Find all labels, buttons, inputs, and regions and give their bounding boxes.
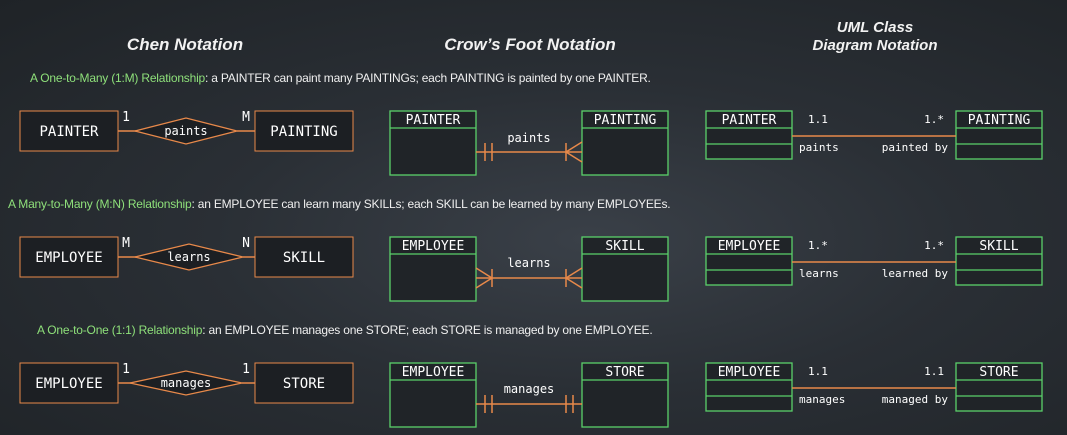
row1-relationship-text: : a PAINTER can paint many PAINTINGs; ea… bbox=[205, 71, 651, 85]
chen-header: Chen Notation bbox=[126, 35, 244, 54]
uml-class-left-label: EMPLOYEE bbox=[718, 239, 781, 254]
row3-relationship-title: A One-to-One (1:1) Relationship bbox=[37, 323, 203, 337]
crows-entity-right-label: SKILL bbox=[605, 239, 644, 254]
row1-description: A One-to-Many (1:M) Relationship: a PAIN… bbox=[30, 71, 651, 85]
crows-relationship-label: paints bbox=[507, 131, 550, 145]
row3-uml: EMPLOYEE STORE 1.1 1.1 manages managed b… bbox=[705, 362, 1043, 412]
chen-entity-right-label: STORE bbox=[283, 376, 325, 392]
chen-right-cardinality: M bbox=[242, 110, 250, 125]
crows-relationship-label: learns bbox=[507, 256, 550, 270]
uml-left-role: paints bbox=[799, 141, 839, 154]
chen-entity-left-label: PAINTER bbox=[39, 124, 99, 140]
chen-entity-right bbox=[254, 110, 354, 152]
crows-relationship-label: manages bbox=[504, 382, 555, 396]
row1-relationship-title: A One-to-Many (1:M) Relationship bbox=[30, 71, 206, 85]
row3-crows-foot: EMPLOYEE STORE manages bbox=[389, 362, 669, 428]
chen-right-cardinality: N bbox=[242, 236, 250, 251]
row2-crows-foot: EMPLOYEE SKILL learns bbox=[389, 236, 669, 302]
row3-chen: EMPLOYEE manages STORE 1 1 bbox=[19, 362, 354, 404]
chen-relationship-label: manages bbox=[161, 376, 212, 390]
chen-entity-right-label: PAINTING bbox=[270, 124, 337, 140]
row2-chen: EMPLOYEE learns SKILL M N bbox=[19, 236, 354, 278]
crows-foot-header: Crow’s Foot Notation bbox=[444, 35, 616, 54]
uml-header-line1: UML Class bbox=[836, 19, 914, 36]
uml-left-multiplicity: 1.* bbox=[808, 239, 828, 252]
crows-entity-right-label: PAINTING bbox=[594, 113, 657, 128]
uml-class-left-label: PAINTER bbox=[722, 113, 777, 128]
row1-chen: PAINTER paints PAINTING 1 M bbox=[19, 110, 354, 152]
uml-right-role: learned by bbox=[882, 267, 949, 280]
chen-entity-right-label: SKILL bbox=[283, 250, 325, 266]
chen-left-cardinality: M bbox=[122, 236, 130, 251]
crows-entity-left-label: EMPLOYEE bbox=[402, 365, 465, 380]
row1-uml: PAINTER PAINTING 1.1 1.* paints painted … bbox=[705, 110, 1043, 160]
uml-left-multiplicity: 1.1 bbox=[808, 113, 828, 126]
uml-right-multiplicity: 1.* bbox=[924, 113, 944, 126]
chen-left-cardinality: 1 bbox=[122, 110, 130, 125]
row3-relationship-text: : an EMPLOYEE manages one STORE; each ST… bbox=[202, 323, 653, 337]
crows-entity-right-label: STORE bbox=[605, 365, 644, 380]
row2-relationship-text: : an EMPLOYEE can learn many SKILLs; eac… bbox=[191, 197, 671, 211]
uml-header-line2: Diagram Notation bbox=[812, 37, 938, 54]
row2-relationship-title: A Many-to-Many (M:N) Relationship bbox=[8, 197, 192, 211]
chen-right-cardinality: 1 bbox=[242, 362, 250, 377]
row3-description: A One-to-One (1:1) Relationship: an EMPL… bbox=[37, 323, 653, 337]
uml-class-right-label: STORE bbox=[979, 365, 1018, 380]
uml-right-role: managed by bbox=[882, 393, 949, 406]
row2-uml: EMPLOYEE SKILL 1.* 1.* learns learned by bbox=[705, 236, 1043, 286]
row2-description: A Many-to-Many (M:N) Relationship: an EM… bbox=[8, 197, 671, 211]
uml-left-role: learns bbox=[799, 267, 839, 280]
uml-right-role: painted by bbox=[882, 141, 949, 154]
crows-entity-left-label: PAINTER bbox=[406, 113, 461, 128]
crows-entity-left-label: EMPLOYEE bbox=[402, 239, 465, 254]
uml-class-left-label: EMPLOYEE bbox=[718, 365, 781, 380]
chen-relationship-label: paints bbox=[164, 124, 207, 138]
uml-left-multiplicity: 1.1 bbox=[808, 365, 828, 378]
uml-class-right-label: PAINTING bbox=[968, 113, 1031, 128]
chen-entity-left-label: EMPLOYEE bbox=[35, 250, 102, 266]
chen-relationship-label: learns bbox=[167, 250, 210, 264]
uml-right-multiplicity: 1.1 bbox=[924, 365, 944, 378]
row1-crows-foot: PAINTER PAINTING paints bbox=[389, 110, 669, 176]
chen-entity-left-label: EMPLOYEE bbox=[35, 376, 102, 392]
uml-right-multiplicity: 1.* bbox=[924, 239, 944, 252]
chen-left-cardinality: 1 bbox=[122, 362, 130, 377]
uml-left-role: manages bbox=[799, 393, 845, 406]
uml-class-right-label: SKILL bbox=[979, 239, 1018, 254]
